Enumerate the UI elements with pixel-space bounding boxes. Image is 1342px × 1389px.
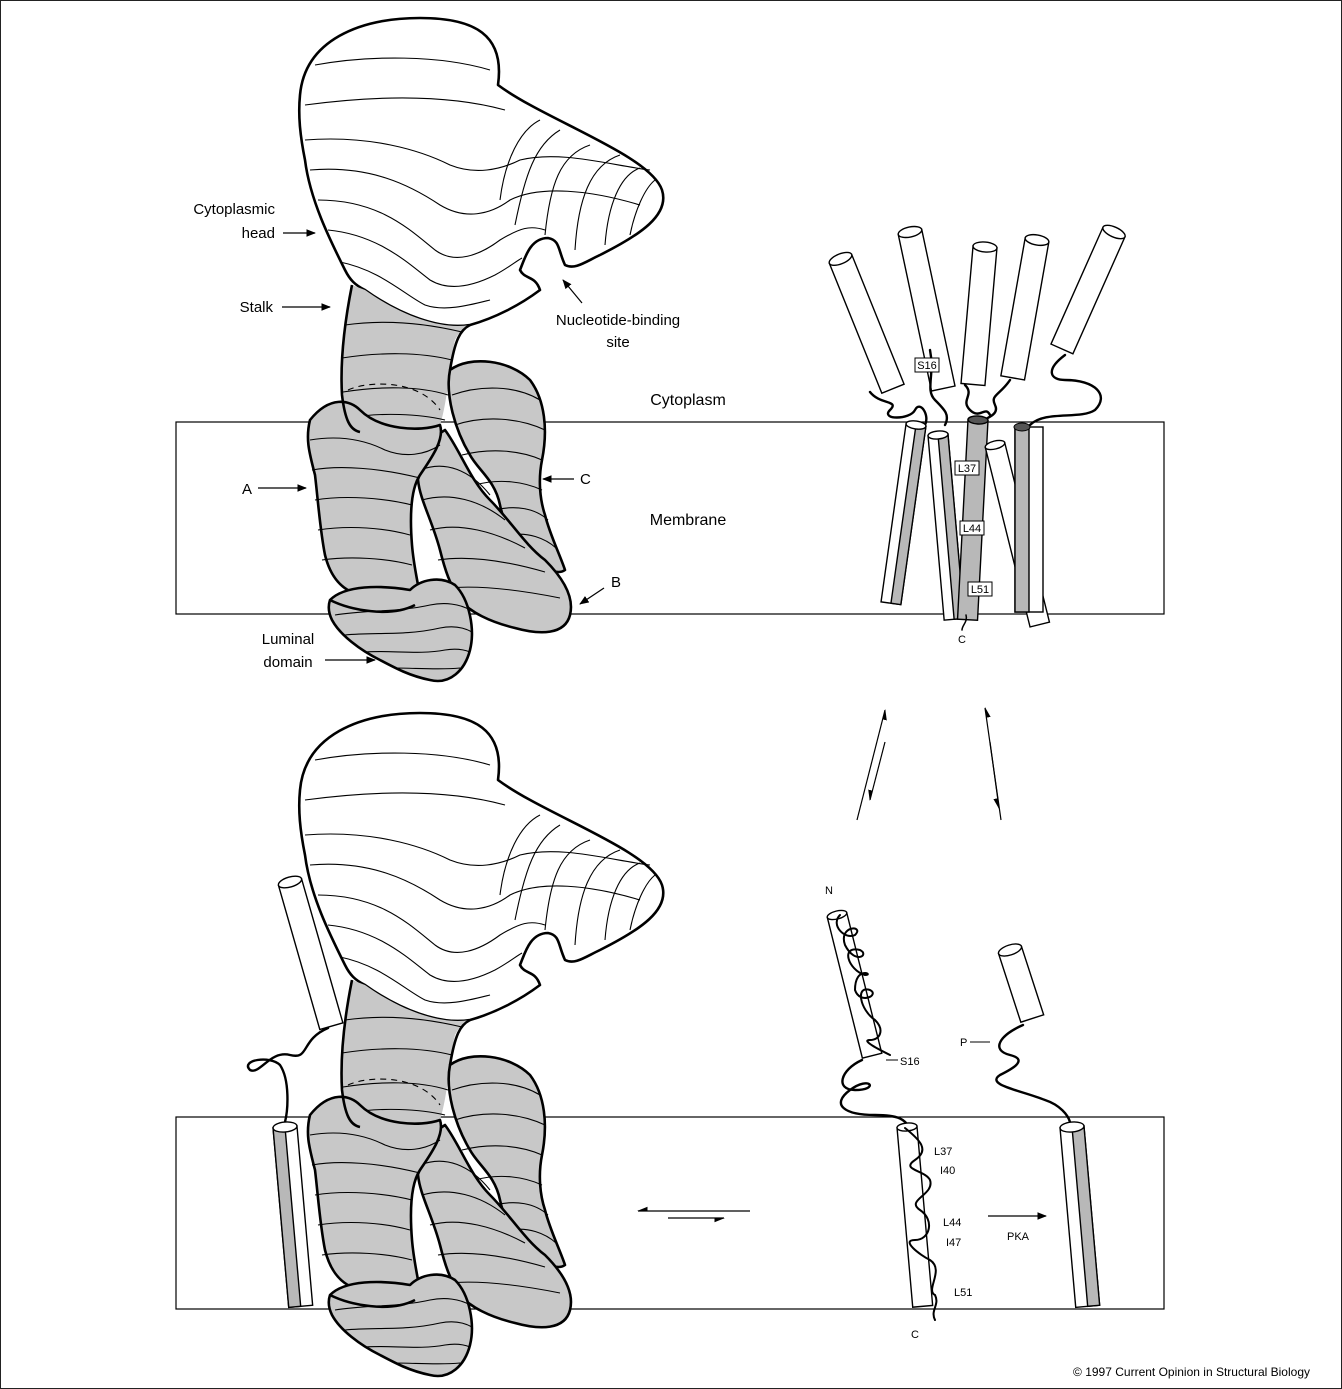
c-terminus-top: C xyxy=(958,634,966,646)
residue-l51-top: L51 xyxy=(971,584,989,596)
calcium-pump-bottom xyxy=(299,713,663,1376)
phospho-label: P xyxy=(960,1037,967,1049)
cytoplasm-label: Cytoplasm xyxy=(650,392,726,409)
pka-label: PKA xyxy=(1007,1231,1030,1243)
nucleotide-binding-label-line2: site xyxy=(606,334,629,351)
residue-l51-bottom: L51 xyxy=(954,1287,972,1299)
phospholamban-pentamer xyxy=(828,223,1127,630)
domain-c-label: C xyxy=(580,471,591,488)
domain-b-arrow xyxy=(580,588,604,604)
pln-monomer-free xyxy=(826,909,936,1320)
domain-a-label: A xyxy=(242,481,252,498)
residue-l44-bottom: L44 xyxy=(943,1217,961,1229)
residue-i47-bottom: I47 xyxy=(946,1237,961,1249)
residue-l44-top: L44 xyxy=(963,523,981,535)
cytoplasmic-head-label-line2: head xyxy=(242,225,275,242)
nucleotide-binding-label-line1: Nucleotide-binding xyxy=(556,312,680,329)
pln-monomer-phosphorylated xyxy=(996,942,1099,1308)
residue-l37-top: L37 xyxy=(958,463,976,475)
residue-s16-bottom: S16 xyxy=(900,1056,920,1068)
residue-i40-bottom: I40 xyxy=(940,1165,955,1177)
n-terminus-bottom: N xyxy=(825,885,833,897)
equilibrium-arrows-vertical xyxy=(857,708,1001,820)
nucleotide-binding-arrow xyxy=(563,280,582,303)
residue-l37-bottom: L37 xyxy=(934,1146,952,1158)
luminal-domain-label-line1: Luminal xyxy=(262,631,315,648)
residue-s16-top: S16 xyxy=(917,360,937,372)
equilibrium-arrows-horizontal xyxy=(638,1211,750,1218)
cytoplasmic-head-label-line1: Cytoplasmic xyxy=(193,201,275,218)
copyright: © 1997 Current Opinion in Structural Bio… xyxy=(1073,1365,1310,1379)
c-terminus-bottom: C xyxy=(911,1329,919,1341)
luminal-domain-label-line2: domain xyxy=(263,654,312,671)
membrane-label: Membrane xyxy=(650,512,727,529)
domain-b-label: B xyxy=(611,574,621,591)
stalk-label: Stalk xyxy=(240,299,274,316)
